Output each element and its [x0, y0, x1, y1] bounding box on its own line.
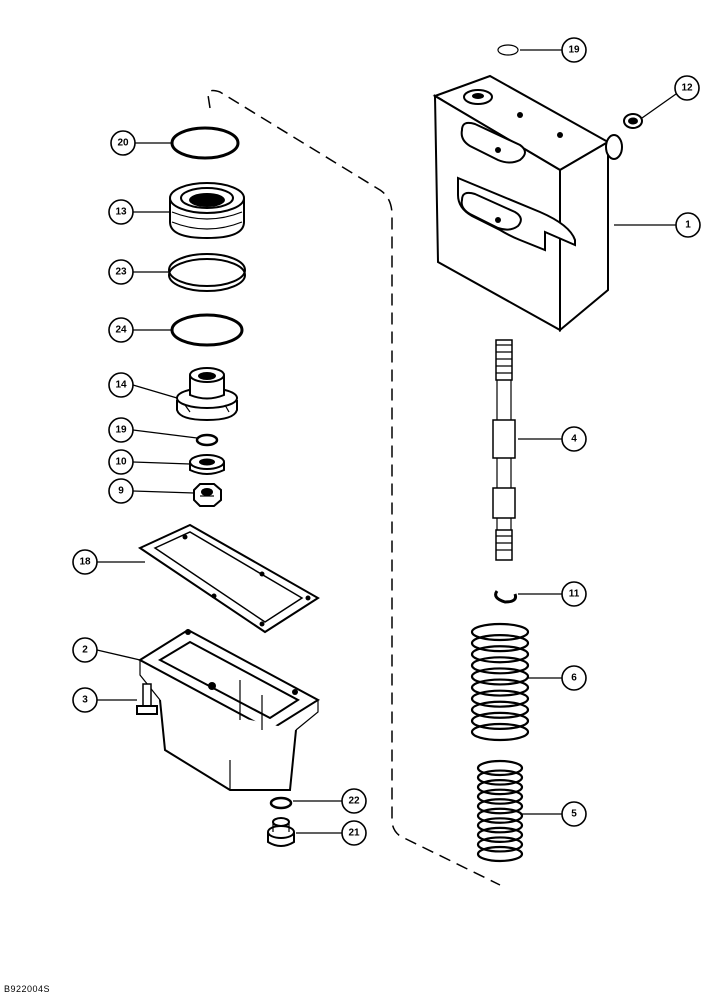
svg-text:23: 23: [115, 267, 127, 278]
part-o-ring-top: [497, 44, 519, 56]
part-cover: [138, 628, 320, 791]
part-bolt: [136, 683, 158, 715]
svg-text:14: 14: [115, 380, 127, 391]
spring-coil: [470, 711, 530, 730]
svg-text:2: 2: [82, 645, 88, 656]
callout-11: 11: [561, 581, 587, 607]
callout-18: 18: [72, 549, 98, 575]
part-outer-spring: [470, 622, 530, 742]
callout-21: 21: [341, 820, 367, 846]
svg-text:18: 18: [79, 557, 91, 568]
part-o-ring-large: [170, 126, 240, 160]
svg-text:10: 10: [115, 457, 127, 468]
spring-coil: [470, 634, 530, 653]
callout-1: 1: [675, 212, 701, 238]
spring-coil: [476, 845, 524, 863]
part-o-ring-small: [195, 433, 219, 447]
callout-19-top: 19: [561, 37, 587, 63]
spring-coil: [476, 807, 524, 824]
spring-coil: [470, 700, 530, 719]
svg-text:21: 21: [348, 828, 360, 839]
svg-text:24: 24: [115, 325, 127, 336]
part-plug: [623, 113, 643, 129]
svg-text:19: 19: [568, 45, 580, 56]
callout-23: 23: [108, 259, 134, 285]
part-spool-rod: [492, 339, 516, 561]
svg-text:1: 1: [685, 220, 691, 231]
part-washer: [189, 454, 225, 475]
part-snap-ring: [494, 590, 517, 604]
svg-text:9: 9: [118, 486, 124, 497]
spring-coil: [470, 622, 530, 642]
spring-coil: [476, 817, 524, 834]
callout-12: 12: [674, 75, 700, 101]
callout-22: 22: [341, 788, 367, 814]
part-o-ring-plug: [269, 796, 293, 810]
svg-text:12: 12: [681, 83, 693, 94]
assembly-boundary-dashed-line: [207, 89, 501, 886]
figure-reference-code: B922004S: [4, 984, 51, 994]
part-nut: [193, 483, 222, 507]
callout-13: 13: [108, 199, 134, 225]
spring-coil: [476, 759, 524, 777]
callout-6: 6: [561, 665, 587, 691]
svg-text:11: 11: [569, 589, 580, 600]
callout-4: 4: [561, 426, 587, 452]
svg-text:22: 22: [348, 796, 360, 807]
spring-coil: [476, 836, 524, 853]
callout-19-small: 19: [108, 417, 134, 443]
part-gasket: [137, 523, 320, 634]
callout-10: 10: [108, 449, 134, 475]
spring-coil: [476, 798, 524, 815]
callout-5: 5: [561, 801, 587, 827]
part-o-ring: [170, 313, 244, 347]
spring-coil: [470, 667, 530, 686]
spring-coil: [476, 788, 524, 805]
callout-24: 24: [108, 317, 134, 343]
part-seal-assembly: [169, 182, 245, 240]
svg-text:4: 4: [571, 434, 577, 445]
spring-coil: [470, 689, 530, 708]
leader-lines: [96, 49, 677, 834]
callout-14: 14: [108, 372, 134, 398]
svg-text:3: 3: [82, 695, 88, 706]
callout-3: 3: [72, 687, 98, 713]
spring-coil: [470, 678, 530, 697]
callout-9: 9: [108, 478, 134, 504]
spring-coil: [476, 826, 524, 843]
spring-coil: [470, 656, 530, 675]
part-drain-plug: [267, 817, 295, 847]
part-inner-spring: [476, 759, 524, 863]
callout-2: 2: [72, 637, 98, 663]
svg-text:13: 13: [115, 207, 127, 218]
svg-text:5: 5: [571, 809, 577, 820]
svg-text:20: 20: [117, 138, 129, 149]
spring-coil: [476, 769, 524, 786]
svg-text:19: 19: [115, 425, 127, 436]
part-valve-housing: [432, 74, 623, 333]
spring-coil: [470, 645, 530, 664]
callout-20: 20: [110, 130, 136, 156]
spring-coil: [470, 722, 530, 742]
spring-coil: [476, 779, 524, 796]
svg-text:6: 6: [571, 673, 577, 684]
part-piston: [176, 367, 238, 422]
part-backup-ring: [168, 253, 246, 292]
